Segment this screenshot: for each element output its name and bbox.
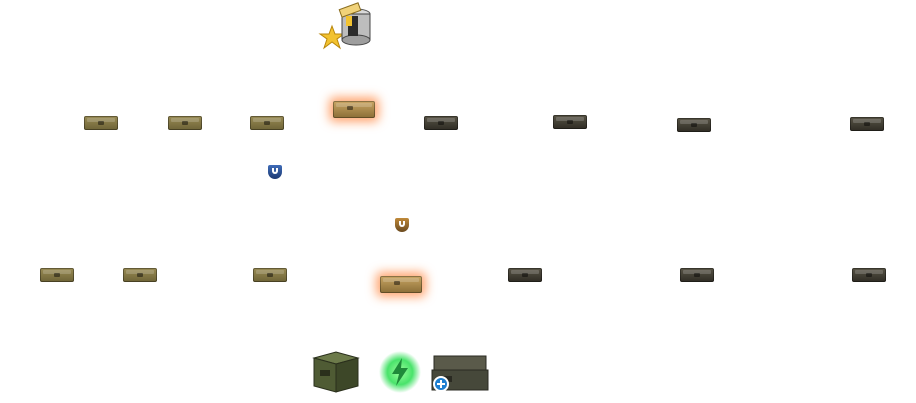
dark-crate-icon <box>852 268 886 282</box>
dark-crate-icon <box>677 118 711 132</box>
dark-crate-icon <box>553 115 587 129</box>
dark-crate-icon <box>508 268 542 282</box>
green-loot-box-icon <box>310 350 362 394</box>
dark-crate-icon <box>850 117 884 131</box>
rank-badge-bronze-icon <box>395 218 409 232</box>
glowing-crate-icon <box>333 101 375 118</box>
ammo-crate-icon <box>84 116 118 130</box>
rank-badge-blue-icon <box>268 165 282 179</box>
ammo-crate-icon <box>123 268 157 282</box>
stacked-loot-crate-plus-icon <box>430 350 490 394</box>
green-energy-bolt-icon <box>378 350 422 394</box>
ammo-crate-icon <box>40 268 74 282</box>
ammo-crate-icon <box>253 268 287 282</box>
paint-can-star-icon <box>318 2 372 50</box>
ammo-crate-icon <box>168 116 202 130</box>
glowing-crate-icon <box>380 276 422 293</box>
dark-crate-icon <box>680 268 714 282</box>
dark-crate-icon <box>424 116 458 130</box>
ammo-crate-icon <box>250 116 284 130</box>
